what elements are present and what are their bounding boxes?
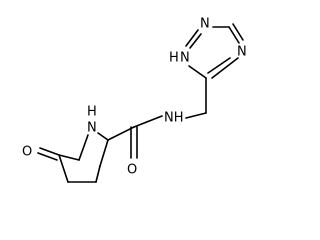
bond-camide-nh <box>133 115 163 128</box>
bond-tz-c3-n4-2 <box>232 23 244 41</box>
bond-lactam-co-1 <box>39 147 60 156</box>
bond-c5-camide <box>107 126 135 141</box>
bond-tz-n4-c5 <box>211 57 239 79</box>
molecule-structure: N H O O NH N H N N <box>22 17 247 183</box>
atom-labels: N H O O NH N H N N <box>22 17 247 178</box>
bond-c2b-c2 <box>58 154 69 183</box>
bond-tz-c5-n4-inner <box>207 57 231 74</box>
bond-tz-n1-n2-inner <box>189 33 202 49</box>
bond-tz-n1-n2 <box>185 29 199 47</box>
bond-c2-c3 <box>58 154 80 161</box>
bond-tz-c5-n1 <box>188 65 207 79</box>
bond-n1-c5 <box>97 132 109 141</box>
atom-n-triazole-1: N <box>180 51 190 66</box>
atom-n-ring: N <box>87 121 97 136</box>
atom-n-triazole-2: N <box>200 17 210 32</box>
atom-n-ring-h: H <box>87 105 97 120</box>
bond-c4-c3 <box>95 165 101 183</box>
bond-tz-c3-n4-1 <box>228 26 240 44</box>
bond-nh-ch2 <box>185 112 207 119</box>
atom-n-triazole-3: N <box>237 45 247 60</box>
bond-c2-n1 <box>78 134 89 161</box>
atom-o-lactam: O <box>22 145 32 160</box>
atom-o-amide: O <box>127 163 137 178</box>
bond-lactam-co-2 <box>37 152 58 161</box>
atom-nh-amide: NH <box>164 111 184 126</box>
bonds <box>37 23 244 183</box>
bond-c5-c4 <box>99 139 109 167</box>
atom-n-triazole-1-h: H <box>169 51 179 66</box>
